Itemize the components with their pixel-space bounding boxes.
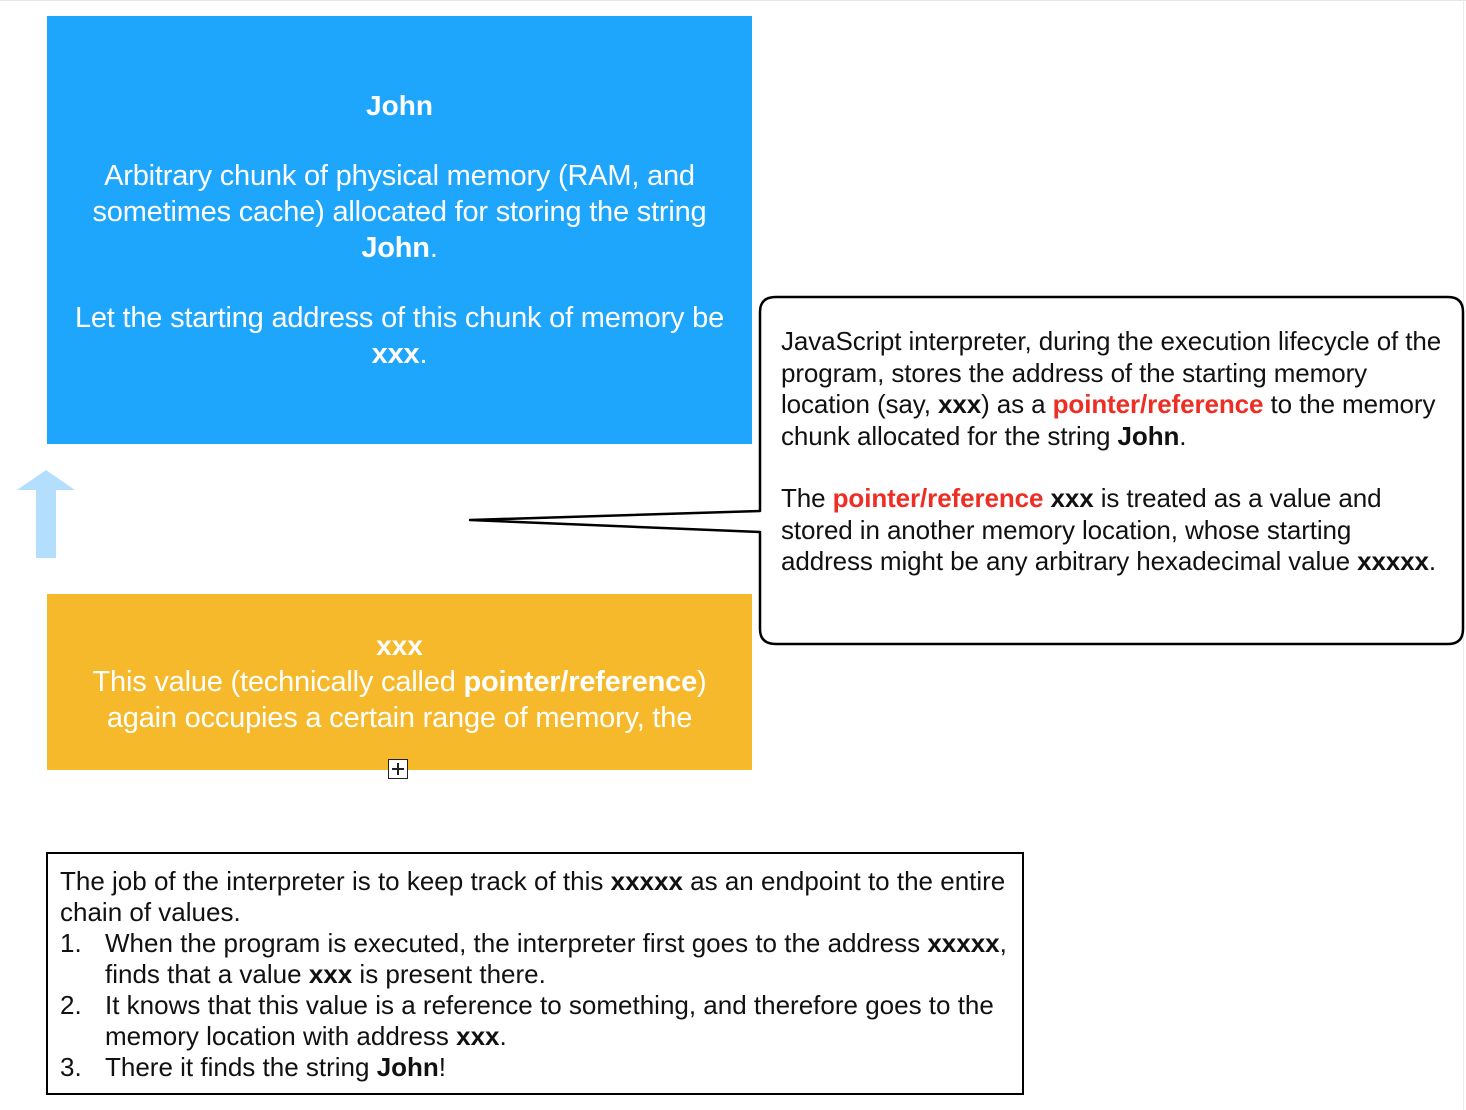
callout-paragraph-1: JavaScript interpreter, during the execu… bbox=[781, 326, 1446, 452]
step-text: . bbox=[499, 1021, 507, 1051]
pointer-value-desc-end: ) again occupies a certain range of memo… bbox=[106, 666, 707, 734]
step-text: is present there. bbox=[352, 959, 546, 989]
list-item: 1. When the program is executed, the inte… bbox=[60, 928, 1012, 990]
list-item: 2. It knows that this value is a referenc… bbox=[60, 990, 1012, 1052]
callout-p1-text: JavaScript interpreter, during the execu… bbox=[781, 326, 1442, 419]
pointer-value-description: This value (technically called pointer/r… bbox=[67, 664, 732, 736]
pointer-value-title: xxx bbox=[376, 630, 423, 661]
interpreter-intro: The job of the interpreter is to keep tr… bbox=[60, 866, 1012, 928]
memory-chunk-desc-bold: John bbox=[361, 232, 430, 264]
plus-box-icon[interactable] bbox=[388, 759, 408, 779]
pointer-value-box[interactable]: xxx This value (technically called point… bbox=[47, 594, 752, 770]
interpreter-intro-bold: xxxxx bbox=[610, 866, 683, 896]
interpreter-intro-text: The job of the interpreter is to keep tr… bbox=[60, 866, 611, 896]
callout-p1-text-2: ) as a bbox=[981, 389, 1053, 419]
step-text: ! bbox=[438, 1052, 447, 1082]
pointer-value-desc-bold: pointer/reference bbox=[463, 666, 698, 698]
step-number: 3. bbox=[60, 1052, 82, 1082]
step-number: 2. bbox=[60, 990, 82, 1020]
callout-p2-addr: xxx bbox=[1050, 483, 1094, 513]
top-divider bbox=[0, 0, 1466, 1]
step-bold: xxx bbox=[456, 1021, 500, 1051]
callout-p2-end: . bbox=[1428, 546, 1437, 576]
memory-chunk-addr-end: . bbox=[419, 338, 428, 370]
memory-chunk-addr-bold: xxx bbox=[371, 338, 420, 370]
step-text: It knows that this value is a reference … bbox=[105, 990, 994, 1051]
step-bold: xxx bbox=[308, 959, 353, 989]
step-bold: John bbox=[376, 1052, 439, 1082]
memory-chunk-title: John bbox=[366, 90, 433, 121]
callout-p1-john: John bbox=[1117, 420, 1180, 451]
callout-p1-pointer-highlight: pointer/reference bbox=[1052, 389, 1264, 419]
callout-spacer bbox=[781, 452, 1446, 483]
callout-p1-text-3: to the memory chunk allocated for the st… bbox=[781, 389, 1436, 451]
callout-text: JavaScript interpreter, during the execu… bbox=[781, 326, 1446, 578]
callout-p2-text: The bbox=[781, 483, 833, 513]
step-text: There it finds the string bbox=[105, 1052, 377, 1082]
callout-p1-addr: xxx bbox=[937, 389, 982, 419]
memory-chunk-box[interactable]: John Arbitrary chunk of physical memory … bbox=[47, 16, 752, 444]
callout-paragraph-2: The pointer/reference xxx is treated as … bbox=[781, 483, 1446, 578]
memory-chunk-desc-text: Arbitrary chunk of physical memory (RAM,… bbox=[92, 160, 707, 228]
step-bold: xxxxx bbox=[927, 928, 1000, 958]
memory-chunk-description: Arbitrary chunk of physical memory (RAM,… bbox=[69, 158, 730, 266]
step-text: When the program is executed, the interp… bbox=[105, 928, 928, 958]
step-number: 1. bbox=[60, 928, 82, 958]
up-arrow-shape bbox=[17, 470, 75, 558]
interpreter-steps-box[interactable]: The job of the interpreter is to keep tr… bbox=[46, 852, 1024, 1095]
memory-chunk-addr-text: Let the starting address of this chunk o… bbox=[74, 302, 725, 334]
callout-p2-text-2: is treated as a value and stored in anot… bbox=[781, 483, 1382, 576]
interpreter-steps-list: 1. When the program is executed, the inte… bbox=[60, 928, 1012, 1083]
list-item: 3. There it finds the string John! bbox=[60, 1052, 1012, 1083]
pointer-value-desc-text: This value (technically called bbox=[92, 666, 464, 698]
right-divider bbox=[1463, 0, 1464, 1110]
interpreter-intro-end: as an endpoint to the entire chain of va… bbox=[60, 866, 1006, 927]
memory-chunk-desc-end: . bbox=[429, 232, 438, 264]
step-text: , finds that a value bbox=[105, 928, 1007, 989]
memory-chunk-address: Let the starting address of this chunk o… bbox=[69, 300, 730, 372]
callout-p1-end: . bbox=[1179, 420, 1187, 451]
up-arrow-icon bbox=[17, 470, 75, 558]
callout-p2-pointer-highlight: pointer/reference bbox=[832, 483, 1044, 513]
callout-p2-hex: xxxxx bbox=[1357, 546, 1429, 576]
